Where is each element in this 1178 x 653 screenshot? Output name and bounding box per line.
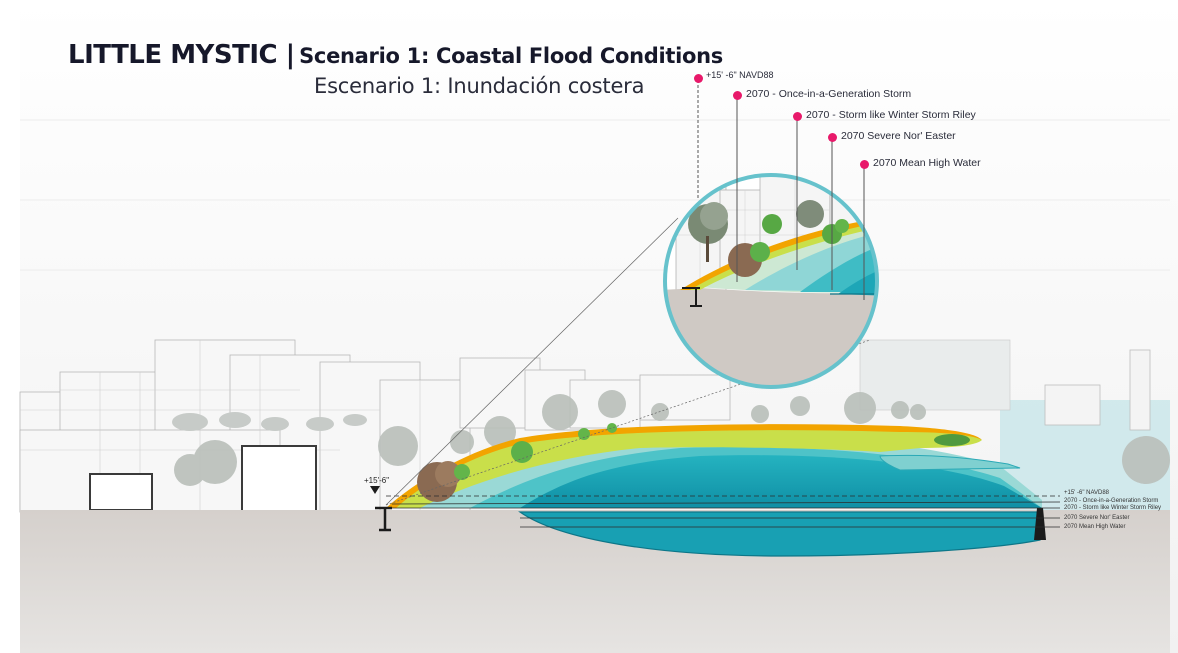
building-box-right bbox=[241, 445, 317, 517]
marker-dot bbox=[733, 91, 742, 100]
section-level-lines bbox=[386, 495, 1061, 528]
section-label-navd88: +15' -6" NAVD88 bbox=[1064, 490, 1110, 496]
scenario-title: Scenario 1: Coastal Flood Conditions bbox=[299, 44, 723, 68]
section-label-generation-storm: 2070 - Once-in-a-Generation Storm bbox=[1064, 498, 1159, 504]
magnifier-ring bbox=[663, 173, 879, 389]
building-box-left bbox=[89, 473, 153, 511]
section-label-winter-storm: 2070 - Storm like Winter Storm Riley bbox=[1064, 505, 1162, 511]
lawn bbox=[388, 426, 982, 508]
sky-lines bbox=[20, 119, 1170, 271]
callout-label-generation-storm: 2070 - Once-in-a-Generation Storm bbox=[746, 88, 912, 100]
water-basin bbox=[518, 511, 1041, 557]
callout-label-navd88: +15' -6" NAVD88 bbox=[706, 70, 774, 80]
background-trees bbox=[174, 390, 1170, 486]
section-label-noreaster: 2070 Severe Nor' Easter bbox=[1064, 515, 1130, 521]
scenario-subtitle: Escenario 1: Inundación costera bbox=[314, 74, 645, 98]
project-title: LITTLE MYSTIC | bbox=[68, 40, 295, 70]
magnifier-leaders bbox=[385, 217, 871, 506]
callout-label-winter-storm: 2070 - Storm like Winter Storm Riley bbox=[806, 109, 976, 121]
callout-label-noreaster: 2070 Severe Nor' Easter bbox=[841, 130, 956, 142]
seawall-marker bbox=[375, 506, 392, 532]
section-label-mean-high-water: 2070 Mean High Water bbox=[1064, 524, 1126, 530]
marker-dot bbox=[828, 133, 837, 142]
marker-dot bbox=[694, 74, 703, 83]
marker-dot bbox=[793, 112, 802, 121]
title-row: LITTLE MYSTIC | Scenario 1: Coastal Floo… bbox=[68, 40, 723, 70]
esplanade-trees bbox=[417, 423, 970, 502]
callout-leaders bbox=[697, 80, 865, 300]
callout-label-mean-high-water: 2070 Mean High Water bbox=[873, 157, 981, 169]
wall-elevation-label: +15'-6" bbox=[364, 476, 390, 485]
marker-dot bbox=[860, 160, 869, 169]
